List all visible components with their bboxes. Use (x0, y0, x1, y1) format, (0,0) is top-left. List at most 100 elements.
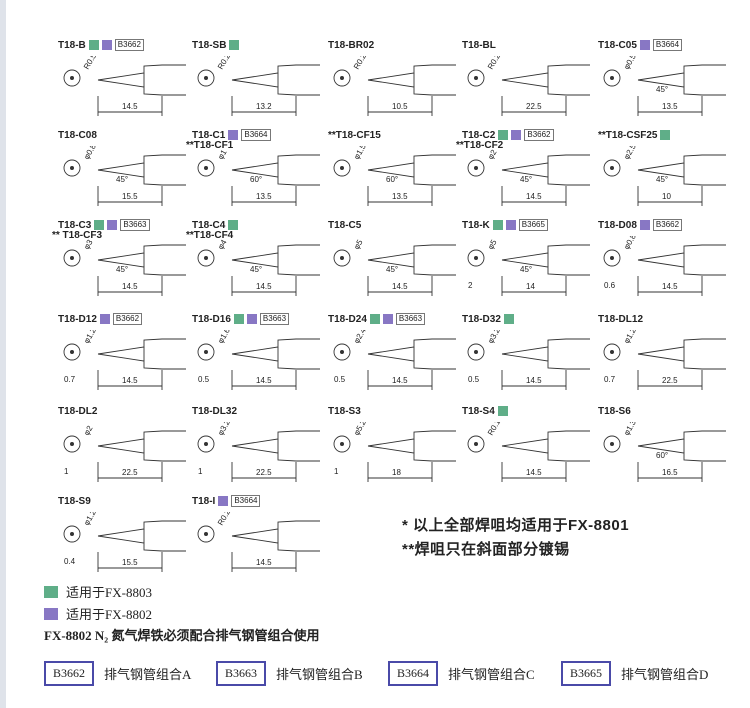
tip-name: T18-K (462, 219, 490, 231)
end-view-circle (603, 159, 621, 177)
end-view-center (340, 442, 344, 446)
purple-compat-icon (382, 314, 393, 324)
end-view-circle (603, 249, 621, 267)
dimension-label: 15.5 (122, 192, 138, 201)
legend-green-label: 适用于FX-8803 (66, 585, 152, 600)
dimension-label: φ2 (82, 424, 95, 437)
tip-header: T18-C08 (58, 128, 97, 142)
purple-compat-icon (639, 220, 650, 230)
combo-a: B3662 排气钢管组合A (44, 661, 191, 686)
tip-profile (367, 64, 456, 96)
dimension-label: 10 (662, 192, 671, 201)
dimension-label: 45° (386, 265, 398, 274)
combo-d: B3665 排气钢管组合D (561, 661, 708, 686)
dimension-label: 13.2 (256, 102, 272, 111)
tip-drawing: R0.213.2 (197, 56, 320, 116)
tip-name: T18-C05 (598, 39, 637, 51)
dimension-label: φ1.2 (622, 330, 638, 345)
dimension-label: 0.5 (334, 375, 346, 384)
dimension-label: R0.2 (216, 512, 233, 527)
tip-header: T18-BL (462, 38, 496, 52)
dimension-label: 2 (468, 281, 473, 290)
dimension-label: φ1.5 (352, 146, 368, 161)
dimension-label: 22.5 (122, 468, 138, 477)
tip-drawing: φ1.360°16.5 (603, 422, 726, 482)
legend-purple: 适用于FX-8802 (44, 604, 152, 623)
dimension-label: 14.5 (662, 282, 678, 291)
tip-name: T18-BL (462, 39, 496, 51)
dimension-label: φ3 (82, 238, 95, 251)
green-compat-icon (229, 40, 240, 50)
dimension-label: R0.125 (486, 422, 507, 437)
end-view-center (70, 166, 74, 170)
tip-profile (97, 64, 186, 96)
legend-green: 适用于FX-8803 (44, 582, 152, 601)
end-view-center (70, 256, 74, 260)
tip-header: T18-S4 (462, 404, 508, 418)
end-view-circle (333, 69, 351, 87)
tip-drawing: φ0.8 45° 15.5 (63, 146, 186, 206)
purple-compat-icon (505, 220, 516, 230)
end-view-center (474, 350, 478, 354)
tip-profile (501, 64, 590, 96)
dimension-label: φ0.8 (82, 146, 98, 161)
end-view-center (610, 442, 614, 446)
tip-name: **T18-CSF25 (598, 129, 658, 141)
dimension-label: 15.5 (122, 558, 138, 567)
tip-drawing: φ0.814.50.6 (603, 236, 726, 296)
end-view-center (70, 532, 74, 536)
tip-drawing: φ0.545°13.5 (603, 56, 726, 116)
purple-compat-icon (218, 496, 229, 506)
end-view-circle (197, 525, 215, 543)
tip-name: T18-C3 (58, 219, 92, 231)
purple-compat-icon (101, 40, 112, 50)
tip-drawing: φ1.214.50.7 (63, 330, 186, 390)
end-view-center (340, 166, 344, 170)
end-view-circle (333, 159, 351, 177)
tip-drawing: φ1.215.50.4 (63, 512, 186, 572)
tip-profile (97, 430, 186, 462)
end-view-center (474, 442, 478, 446)
tip-header: T18-S3 (328, 404, 361, 418)
dimension-label: 14.5 (392, 376, 408, 385)
purple-swatch-icon (44, 607, 58, 620)
tip-drawing: φ1.614.50.5 (197, 330, 320, 390)
tip-header: T18-D32 (462, 312, 514, 326)
end-view-center (204, 350, 208, 354)
combo-b-label: 排气钢管组合B (276, 667, 363, 682)
tip-profile (97, 338, 186, 370)
tip-header: T18-BR02 (328, 38, 374, 52)
dimension-label: 45° (656, 175, 668, 184)
exhaust-tube-code: B3662 (652, 219, 683, 231)
dimension-label: 45° (116, 175, 128, 184)
dimension-label: 14.5 (122, 376, 138, 385)
dimension-label: 1 (64, 467, 69, 476)
combo-b: B3663 排气钢管组合B (216, 661, 363, 686)
combo-d-code: B3665 (561, 661, 612, 686)
tip-name: T18-DL12 (598, 313, 644, 325)
combo-c-code: B3664 (388, 661, 439, 686)
tip-alt-name: **T18-CF1 (186, 140, 234, 151)
green-compat-icon (233, 314, 244, 324)
dimension-label: 60° (656, 451, 668, 460)
dimension-label: 18 (392, 468, 401, 477)
dimension-label: 22.5 (662, 376, 678, 385)
dimension-label: φ4 (216, 238, 229, 251)
exhaust-tube-code: B3663 (259, 313, 290, 325)
tip-drawing: R0.214.5 (197, 512, 320, 572)
dimension-label: 16.5 (662, 468, 678, 477)
end-view-center (204, 166, 208, 170)
